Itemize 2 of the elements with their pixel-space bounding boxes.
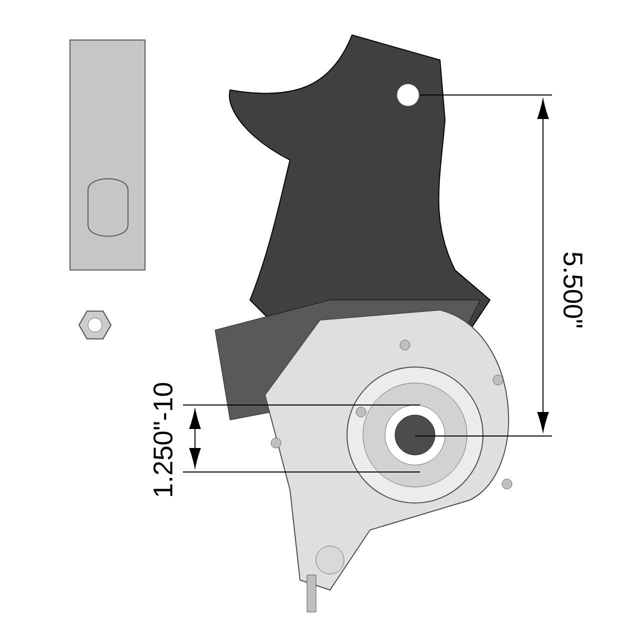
dimension-label: 5.500" <box>563 252 583 328</box>
dimension-label: 1.250"-10 <box>153 383 173 496</box>
